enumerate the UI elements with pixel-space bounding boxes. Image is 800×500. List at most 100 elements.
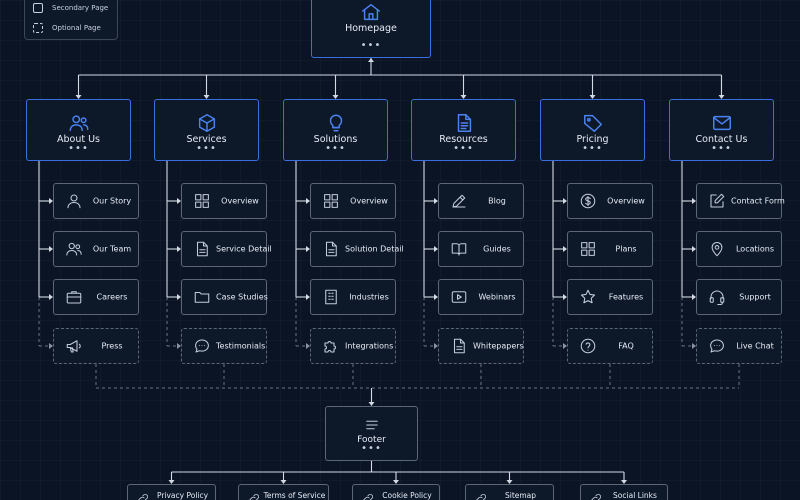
legend-label: Secondary Page	[52, 4, 109, 12]
child-page-integrations[interactable]: Integrations	[310, 328, 396, 364]
arrow-head-icon	[589, 95, 596, 99]
legend-item-secondary: Secondary Page	[33, 2, 108, 14]
book-icon	[450, 240, 468, 258]
child-page-label: Testimonials	[216, 341, 266, 351]
arrow-head-icon	[718, 95, 725, 99]
more-options-icon: •••	[68, 143, 89, 154]
grid-icon	[193, 192, 211, 210]
footer-link-sitemap[interactable]: Sitemap	[465, 484, 554, 500]
arrow-head-icon	[563, 343, 567, 349]
child-page-faq[interactable]: FAQ	[567, 328, 653, 364]
child-page-label: Overview	[350, 196, 388, 206]
child-page-guides[interactable]: Guides	[438, 231, 524, 267]
footer-link-terms-of-service[interactable]: Terms of Service	[238, 484, 329, 500]
dollar-icon	[579, 192, 597, 210]
arrow-head-icon	[692, 343, 696, 349]
arrow-head-icon	[563, 246, 567, 252]
more-options-icon: •••	[360, 40, 382, 51]
arrow-head-icon	[49, 294, 53, 300]
child-page-label: Guides	[483, 244, 511, 254]
lightbulb-icon	[325, 112, 347, 134]
child-page-testimonials[interactable]: Testimonials	[181, 328, 267, 364]
footer-node[interactable]: Footer•••	[325, 406, 418, 461]
child-page-contact-form[interactable]: Contact Form	[696, 183, 785, 219]
arrow-head-icon	[306, 198, 310, 204]
child-page-careers[interactable]: Careers	[53, 279, 139, 315]
briefcase-icon	[65, 288, 83, 306]
child-page-label: Service Detail	[216, 244, 272, 254]
footer-link-privacy-policy[interactable]: Privacy Policy	[127, 484, 216, 500]
child-page-plans[interactable]: Plans	[567, 231, 653, 267]
child-page-webinars[interactable]: Webinars	[438, 279, 524, 315]
grid-icon	[322, 192, 340, 210]
arrow-head-icon	[75, 95, 82, 99]
more-options-icon: •••	[196, 143, 217, 154]
arrow-head-icon	[434, 294, 438, 300]
arrow-head-icon	[49, 343, 53, 349]
child-page-locations[interactable]: Locations	[696, 231, 782, 267]
legend: Secondary Page Optional Page	[24, 0, 118, 40]
section-node-solutions[interactable]: Solutions•••	[283, 99, 388, 161]
child-page-overview[interactable]: Overview	[310, 183, 396, 219]
section-node-services[interactable]: Services•••	[154, 99, 259, 161]
document-icon	[450, 337, 468, 355]
puzzle-icon	[322, 337, 340, 355]
child-page-service-detail[interactable]: Service Detail	[181, 231, 272, 267]
arrow-head-icon	[621, 480, 627, 484]
child-page-features[interactable]: Features	[567, 279, 653, 315]
node-label: Services	[186, 134, 227, 145]
menu-lines-icon	[363, 416, 381, 434]
more-options-icon: •••	[582, 143, 603, 154]
link-icon	[361, 491, 375, 500]
section-node-about-us[interactable]: About Us•••	[26, 99, 131, 161]
child-page-case-studies[interactable]: Case Studies	[181, 279, 268, 315]
tag-icon	[582, 112, 604, 134]
arrow-head-icon	[563, 294, 567, 300]
node-label: Solutions	[313, 134, 358, 145]
child-page-label: Blog	[488, 196, 506, 206]
question-icon	[579, 337, 597, 355]
child-page-label: Our Story	[92, 196, 132, 206]
child-page-overview[interactable]: Overview	[181, 183, 267, 219]
child-page-label: Integrations	[345, 341, 394, 351]
section-node-contact-us[interactable]: Contact Us•••	[669, 99, 774, 161]
link-icon	[247, 491, 261, 500]
child-page-live-chat[interactable]: Live Chat	[696, 328, 782, 364]
child-page-label: Support	[739, 292, 771, 302]
file-text-icon	[453, 112, 475, 134]
child-page-blog[interactable]: Blog	[438, 183, 524, 219]
homepage-node[interactable]: Homepage•••	[311, 0, 431, 58]
headset-icon	[708, 288, 726, 306]
child-page-label: Webinars	[478, 292, 516, 302]
child-page-our-story[interactable]: Our Story	[53, 183, 139, 219]
child-page-industries[interactable]: Industries	[310, 279, 396, 315]
chat-bubble-icon	[193, 337, 211, 355]
child-page-label: Features	[608, 292, 644, 302]
arrow-head-icon	[506, 480, 513, 484]
arrow-head-icon	[460, 95, 467, 99]
footer-link-cookie-policy[interactable]: Cookie Policy	[352, 484, 440, 500]
arrow-head-icon	[368, 58, 374, 62]
child-page-support[interactable]: Support	[696, 279, 782, 315]
node-label: Contact Us	[695, 134, 748, 145]
child-page-label: Case Studies	[216, 292, 268, 302]
section-node-pricing[interactable]: Pricing•••	[540, 99, 645, 161]
section-node-resources[interactable]: Resources•••	[411, 99, 516, 161]
arrow-head-icon	[434, 343, 438, 349]
arrow-head-icon	[692, 294, 696, 300]
child-page-overview[interactable]: Overview	[567, 183, 653, 219]
footer-link-social-links[interactable]: Social Links	[580, 484, 668, 500]
folder-icon	[193, 288, 211, 306]
child-page-press[interactable]: Press	[53, 328, 139, 364]
arrow-head-icon	[177, 343, 181, 349]
arrow-head-icon	[692, 246, 696, 252]
child-page-solution-detail[interactable]: Solution Detail	[310, 231, 404, 267]
child-page-our-team[interactable]: Our Team	[53, 231, 139, 267]
pen-icon	[450, 192, 468, 210]
user-icon	[65, 192, 83, 210]
building-icon	[322, 288, 340, 306]
users-icon	[68, 112, 90, 134]
child-page-whitepapers[interactable]: Whitepapers	[438, 328, 524, 364]
more-options-icon: •••	[453, 143, 474, 154]
